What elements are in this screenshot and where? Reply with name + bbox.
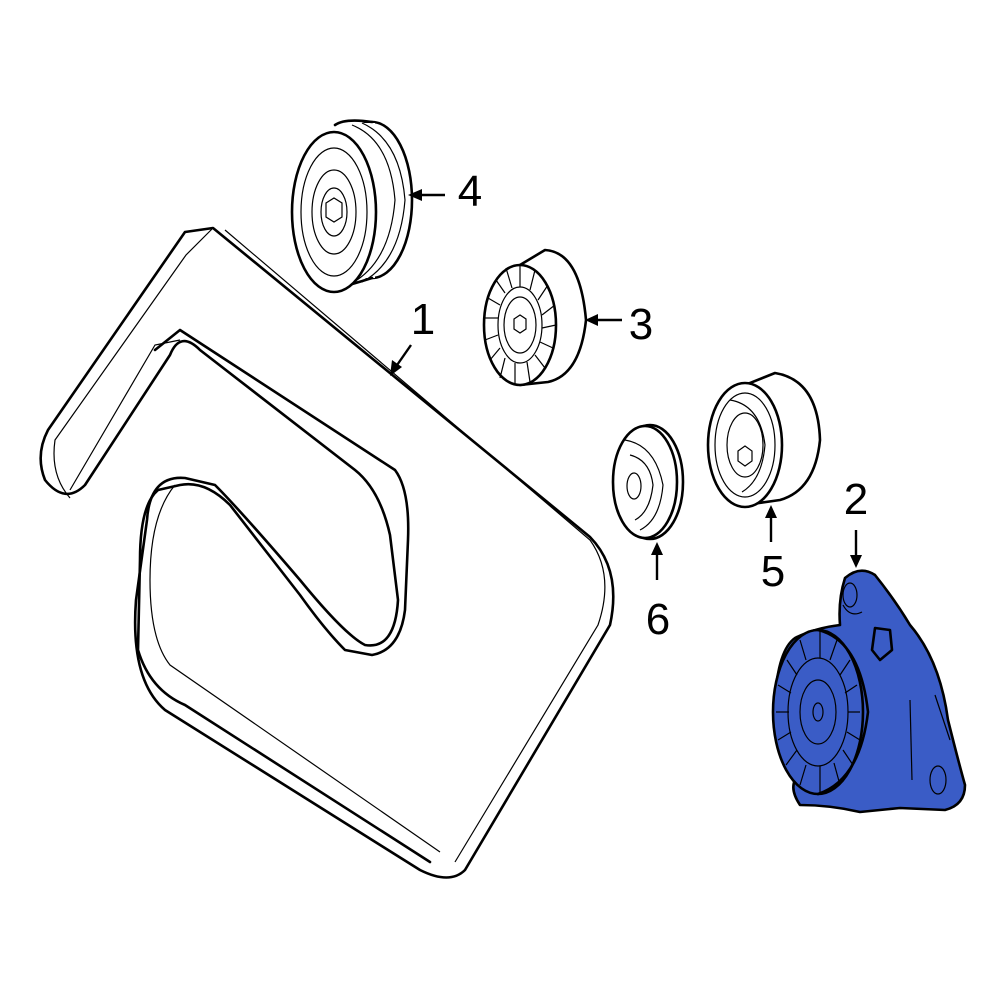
callout-2-arrow [850,530,862,568]
pulley-cover-cap[interactable] [611,423,685,541]
idler-pulley-ribbed[interactable] [482,248,588,387]
callout-1-label: 1 [410,295,436,344]
belt-tensioner[interactable] [771,569,967,814]
grooved-pulley[interactable] [290,119,414,294]
callout-4-label: 4 [457,167,483,216]
idler-pulley[interactable] [706,371,822,509]
tensioner-rib-lines [776,630,861,794]
callout-3-arrow [585,314,622,326]
callout-1-arrow [390,344,412,376]
callout-5-label: 5 [760,547,786,596]
rib-lines [484,265,557,385]
callout-3-label: 3 [628,300,654,349]
callout-2-label: 2 [843,475,869,524]
callout-4-arrow [408,189,445,201]
callout-6-label: 6 [645,595,671,644]
callout-5-arrow [765,505,777,542]
drive-belt[interactable] [39,226,615,879]
callout-6-arrow [651,542,663,580]
